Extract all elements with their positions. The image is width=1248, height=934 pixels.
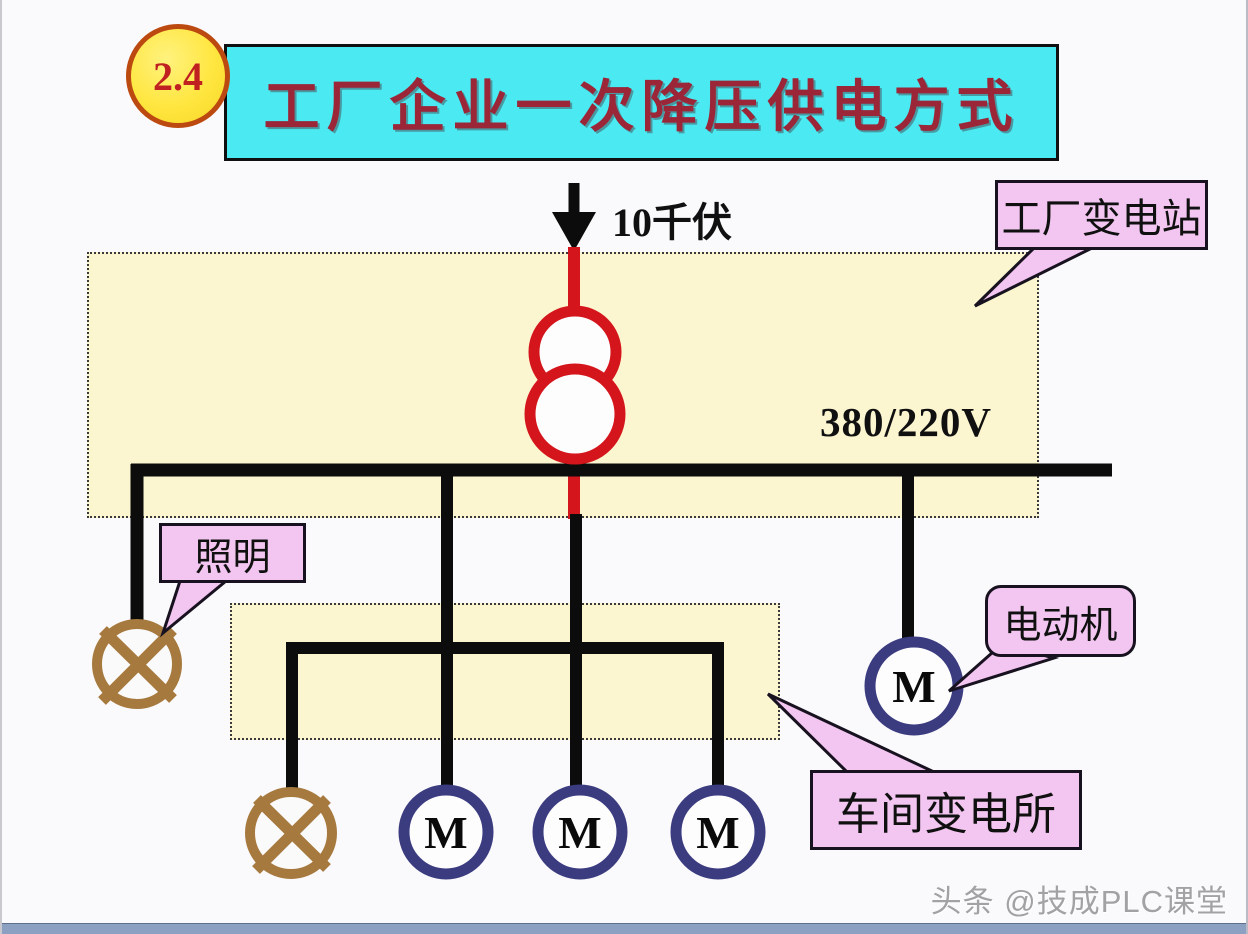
lamp-icon (92, 619, 182, 709)
callout-tail-factory (973, 246, 1093, 308)
motor-icon (532, 784, 628, 880)
lamp-icon (245, 787, 337, 879)
motor-symbol: M (558, 806, 602, 858)
section-number-badge: 2.4 (126, 24, 230, 128)
watermark-text: 头条 @技成PLC课堂 (930, 884, 1228, 919)
motor-symbol: M (696, 806, 740, 858)
motor-symbol: M (424, 806, 468, 858)
transformer-icon (524, 305, 626, 465)
motor-icon (670, 784, 766, 880)
workshop-feeder-line (286, 642, 724, 794)
callout-workshop-substation: 车间变电所 (810, 770, 1082, 850)
slide-bottom-edge (2, 923, 1246, 934)
down-arrow-icon (552, 183, 596, 251)
callout-factory-substation: 工厂变电站 (995, 180, 1208, 250)
motor-symbol: M (892, 660, 936, 712)
section-number: 2.4 (153, 53, 203, 99)
motor-icon (398, 784, 494, 880)
bus-voltage-label: 380/220V (820, 399, 992, 445)
incoming-voltage-label: 10千伏 (612, 200, 732, 245)
callout-motor: 电动机 (985, 585, 1136, 657)
title-bar: 工厂企业一次降压供电方式 (224, 44, 1059, 161)
callout-lighting: 照明 (159, 523, 306, 583)
callout-tail-lighting (159, 579, 231, 638)
slide-title: 工厂企业一次降压供电方式 (263, 77, 1020, 139)
workshop-substation-box (230, 603, 780, 740)
